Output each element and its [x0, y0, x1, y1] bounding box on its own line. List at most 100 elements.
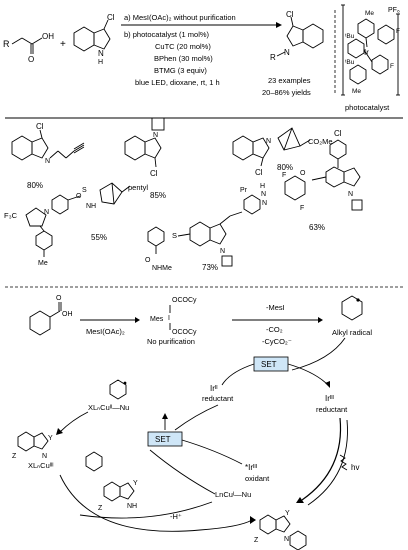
condition-bphen: BPhen (30 mol%) [154, 54, 213, 63]
ir2-label: Irᴵᴵ [210, 384, 218, 393]
reaction-arrowhead [276, 22, 282, 28]
hydroxyl-label: OH [42, 32, 54, 41]
iodine-label: I [168, 315, 170, 322]
set-to-ir3-arrow [287, 363, 329, 386]
product-1-structure: Cl N [11, 122, 85, 165]
step-a-text: a) MesI(OAc)₂ without purification [124, 13, 236, 22]
product-5-n: N [220, 248, 225, 255]
product-scope: Cl N 80% N Cl 85% Cl N [4, 117, 363, 272]
excitation-arrow [301, 417, 342, 501]
radical-to-set-arrow [291, 337, 346, 371]
top-scheme: R O OH + Cl N H a) MesI(OAc)₂ without pu… [3, 4, 400, 112]
ococy-bottom: OCOCy [172, 329, 197, 336]
set-to-ir2-arrow [221, 363, 255, 386]
product-6-h: H [260, 183, 265, 190]
product-6-amide-n: N [261, 191, 266, 198]
product-6-cl: Cl [334, 129, 342, 138]
product-4-structure: F₃C N O S NH pentyl Me [4, 182, 148, 267]
nucleophile-z: Z [98, 505, 103, 512]
product-1-n: N [45, 158, 50, 165]
cu3-species: Y Z N XLₙCuᴵᴵᴵ [12, 431, 103, 472]
acid-o: O [56, 295, 62, 302]
step-b-text: b) photocatalyst (1 mol%) [124, 30, 210, 39]
alkyl-radical-label: Alkyl radical [332, 328, 372, 337]
ir3-reductant: reductant [316, 405, 348, 414]
no-purification-label: No purification [147, 337, 195, 346]
deprotonation-label: -H⁺ [170, 512, 182, 521]
top-product-structure: Cl N R [270, 10, 324, 62]
reductive-elimination-arrow [59, 474, 253, 532]
product-5-pyridine-n: N [262, 200, 267, 207]
carboxylic-acid-structure: R O OH [3, 32, 54, 64]
product-3-yield: 80% [277, 163, 293, 172]
product-4-cf3: F₃C [4, 211, 18, 220]
product-5-nhme: NHMe [152, 265, 172, 272]
hv-squiggle [339, 454, 348, 471]
product-5-o: O [145, 257, 151, 264]
plus-sign: + [60, 39, 66, 50]
product-n: N [284, 536, 289, 543]
ir3-label: Irᴵᴵᴵ [325, 394, 334, 403]
product-2-yield: 85% [150, 191, 166, 200]
loss-co2: -CO₂ [266, 325, 283, 334]
product-4-nh: NH [86, 203, 96, 210]
iridium-label: Ir [364, 48, 369, 57]
cu3-n: N [42, 453, 47, 460]
product-4-s-o: O [76, 193, 82, 200]
ir2-to-set-arrow [174, 404, 219, 431]
nucleophile-nh: NH [127, 503, 137, 510]
catalyst-me-top: Me [365, 10, 374, 17]
catalyst-f-top: F [396, 28, 400, 35]
ococy-top: OCOCy [172, 297, 197, 304]
acid-oh: OH [62, 311, 73, 318]
cu2-to-cu3-arrow [59, 411, 89, 433]
product-z: Z [254, 537, 259, 544]
indazole-chloro-label: Cl [107, 13, 115, 22]
cu3-label: XLₙCuᴵᴵᴵ [28, 461, 54, 470]
product-chloro-label: Cl [286, 10, 294, 19]
set-to-oxidant-arrow [181, 439, 243, 465]
mes-label: Mes [150, 316, 164, 323]
catalyst-me-bottom: Me [352, 88, 361, 95]
cu1-label: LnCuᴵ—Nu [215, 490, 251, 499]
set-label-lower: SET [155, 435, 171, 444]
examples-count: 23 examples [268, 76, 311, 85]
carbonyl-oxygen-label: O [28, 55, 34, 64]
catalyst-f-bottom: F [390, 63, 394, 70]
product-r-label: R [270, 53, 276, 62]
hypervalent-iodine: OCOCy I Mes OCOCy No purification [147, 297, 197, 346]
condition-led: blue LED, dioxane, rt, 1 h [135, 78, 220, 87]
product-2-n: N [153, 132, 158, 139]
indazole-nh-label: N [98, 49, 104, 58]
product-4-n: N [44, 209, 49, 216]
product-3-n: N [266, 138, 271, 145]
set-box-lower [147, 431, 183, 447]
cu1-to-set-arrow [149, 449, 216, 495]
product-6-structure: Cl N O F F Pr H N [240, 129, 363, 212]
indazole-h-label: H [98, 59, 103, 66]
ir2-reductant: reductant [202, 394, 234, 403]
product-3-ester: CO₂Me [308, 137, 333, 146]
nucleophile-structure: Y Z NH [98, 480, 138, 512]
cu3-z: Z [12, 453, 17, 460]
hv-label: hv [351, 463, 359, 472]
product-4-pentyl: pentyl [128, 183, 148, 192]
product-6-f1: F [282, 172, 286, 179]
ir3-star-label: *Irᴵᴵᴵ [245, 463, 257, 472]
set-label-upper: SET [261, 360, 277, 369]
condition-cutc: CuTC (20 mol%) [155, 42, 211, 51]
oxidant-label: oxidant [245, 474, 270, 483]
loss-mesi: -MesI [266, 303, 285, 312]
product-6-f2: F [300, 205, 304, 212]
mesi-reagent: MesI(OAc)₂ [86, 327, 125, 336]
alkyl-radical-structure: Alkyl radical [332, 295, 372, 337]
final-product-structure: Y Z N [254, 510, 307, 550]
product-2-structure: N Cl [124, 117, 165, 178]
product-y: Y [285, 510, 290, 517]
product-3-cl: Cl [255, 168, 263, 177]
condition-btmg: BTMG (3 equiv) [154, 66, 207, 75]
cu2-label: XLₙCuᴵᴵ—Nu [88, 403, 129, 412]
yield-range: 20–86% yields [262, 88, 311, 97]
product-2-cl: Cl [150, 169, 158, 178]
product-4-yield: 55% [91, 233, 107, 242]
